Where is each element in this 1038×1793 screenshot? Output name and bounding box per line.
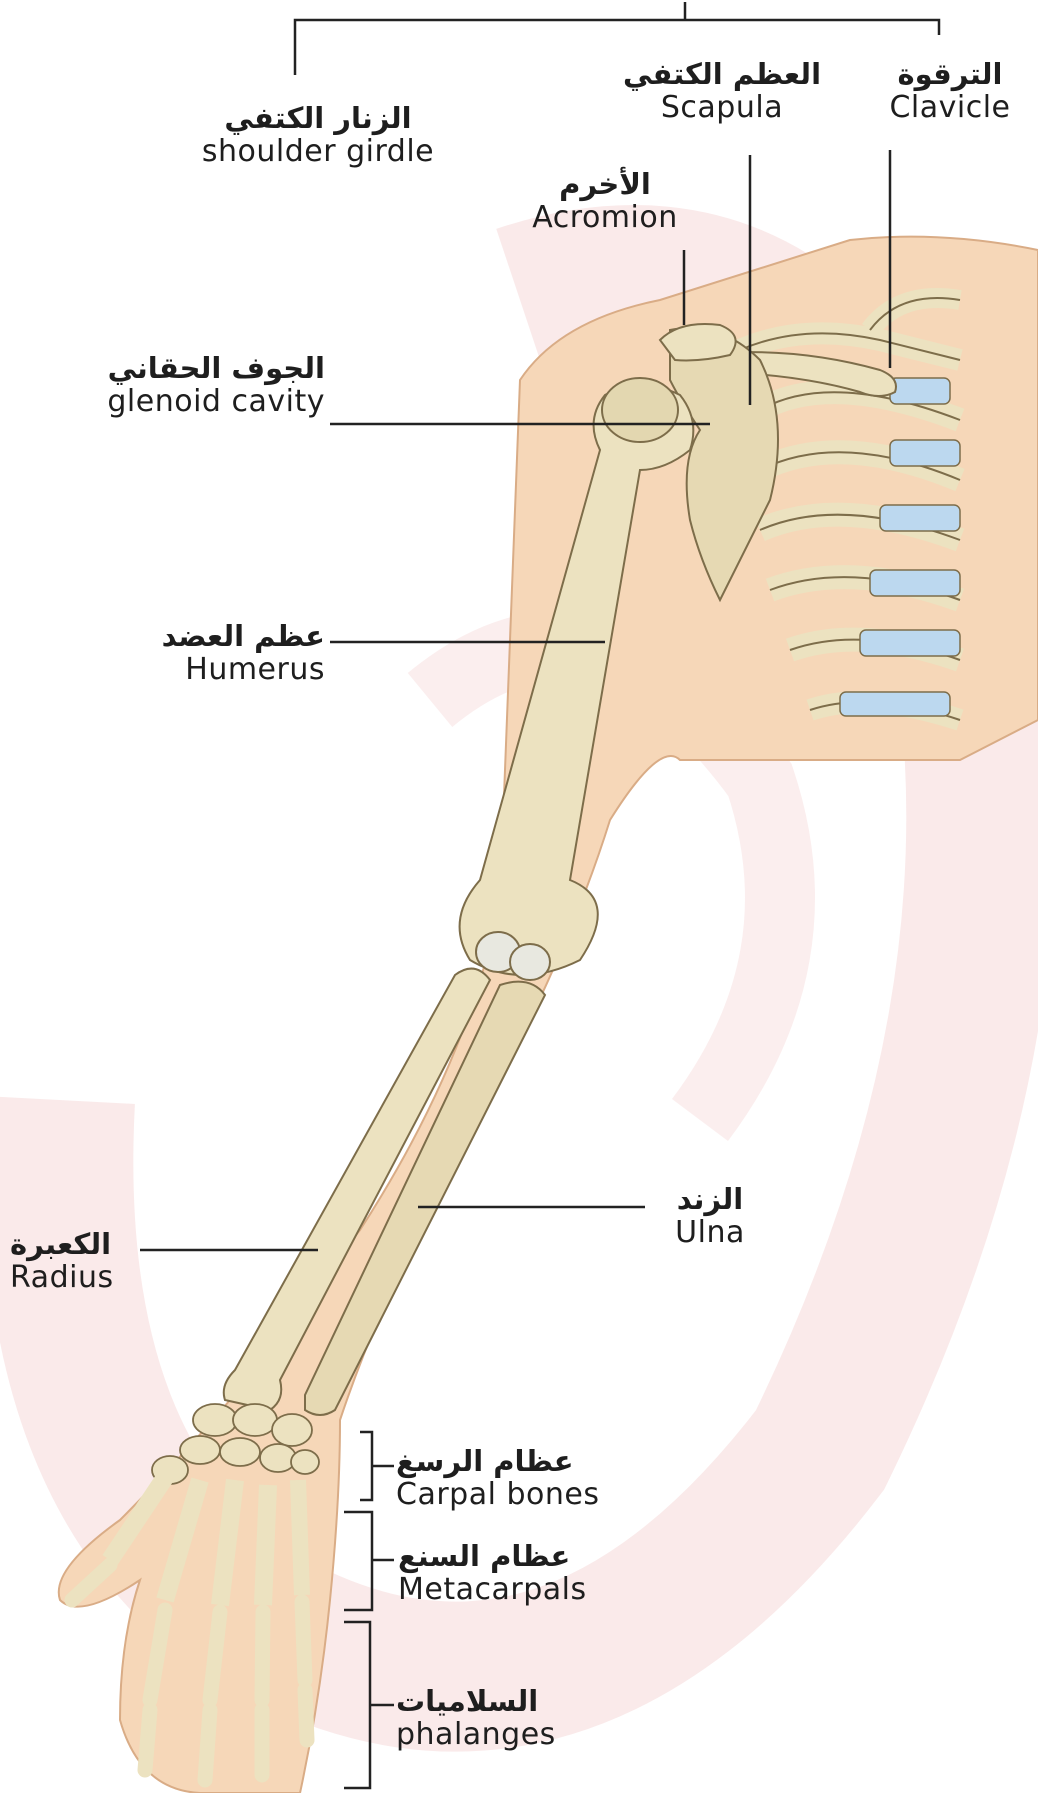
clavicle-en: Clavicle [889, 91, 1010, 126]
label-ulna: الزند Ulna [675, 1183, 745, 1251]
acromion-ar: الأخرم [532, 168, 677, 201]
humerus-ar: عظم العضد [162, 620, 325, 653]
label-metacarpals: عظام السنع Metacarpals [398, 1540, 587, 1608]
shoulder-girdle-ar: الزنار الكتفي [202, 102, 434, 135]
shoulder-girdle-en: shoulder girdle [202, 135, 434, 170]
label-glenoid-cavity: الجوف الحقاني glenoid cavity [107, 352, 325, 420]
label-clavicle: الترقوة Clavicle [889, 58, 1010, 126]
scapula-en: Scapula [623, 91, 821, 126]
phalanges-ar: السلاميات [396, 1685, 556, 1718]
ulna-ar: الزند [675, 1183, 745, 1216]
scapula-ar: العظم الكتفي [623, 58, 821, 91]
radius-en: Radius [10, 1261, 114, 1296]
carpal-bones-ar: عظام الرسغ [396, 1445, 599, 1478]
ulna-en: Ulna [675, 1216, 745, 1251]
clavicle-ar: الترقوة [889, 58, 1010, 91]
glenoid-cavity-ar: الجوف الحقاني [107, 352, 325, 385]
humerus-en: Humerus [162, 653, 325, 688]
phalanges-en: phalanges [396, 1718, 556, 1753]
humeral-head [602, 378, 678, 442]
label-acromion: الأخرم Acromion [532, 168, 677, 236]
radius-ar: الكعبرة [10, 1228, 114, 1261]
label-phalanges: السلاميات phalanges [396, 1685, 556, 1753]
label-radius: الكعبرة Radius [10, 1228, 114, 1296]
label-carpal-bones: عظام الرسغ Carpal bones [396, 1445, 599, 1513]
label-shoulder-girdle: الزنار الكتفي shoulder girdle [202, 102, 434, 170]
metacarpals-en: Metacarpals [398, 1573, 587, 1608]
glenoid-cavity-en: glenoid cavity [107, 385, 325, 420]
metacarpals-ar: عظام السنع [398, 1540, 587, 1573]
shoulder-girdle-bracket [295, 2, 939, 75]
label-scapula: العظم الكتفي Scapula [623, 58, 821, 126]
acromion-en: Acromion [532, 201, 677, 236]
label-humerus: عظم العضد Humerus [162, 620, 325, 688]
carpal-bones-en: Carpal bones [396, 1478, 599, 1513]
carpal-bracket [360, 1432, 394, 1500]
